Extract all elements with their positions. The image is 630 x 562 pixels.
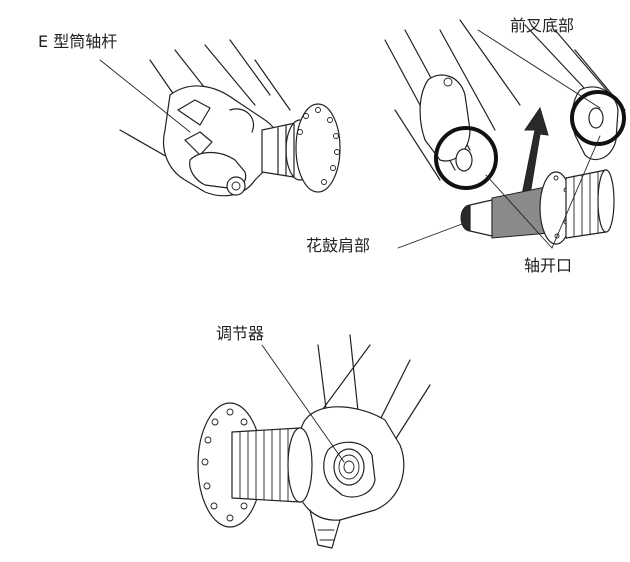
adjuster-knob-center: [343, 460, 355, 474]
leader-axle-opening-left: [485, 174, 553, 249]
panel-e-thru-axle: [119, 39, 341, 197]
axle-opening-left-highlight: [434, 126, 498, 190]
dropout-tab: [309, 509, 341, 549]
label-axle-opening: 轴开口: [524, 256, 573, 275]
label-adjuster: 调节器: [216, 324, 265, 343]
adjuster-knob-ring: [338, 454, 360, 480]
dropout-tab-detail: [317, 529, 335, 541]
leader-axle-opening-right: [551, 135, 601, 249]
leader-fork-end: [477, 29, 601, 109]
axle-opening-left: [455, 148, 473, 172]
fork-legs-3: [299, 334, 431, 441]
axle-end-cap-inner: [231, 181, 241, 191]
hub-shoulder-collar: [469, 199, 493, 237]
freehub-splines-3: [239, 428, 289, 502]
panel-adjuster: [197, 334, 431, 549]
leader-adjuster: [261, 344, 345, 463]
hub-flange-holes-1: [297, 107, 340, 185]
label-fork-end: 前叉底部: [510, 16, 575, 35]
axle-end-cap: [226, 176, 246, 196]
freehub-end-2: [597, 169, 615, 233]
axle-opening-right-highlight: [570, 90, 626, 146]
leader-e-thru-axle: [99, 59, 191, 133]
label-hub-shoulder: 花鼓肩部: [306, 236, 371, 255]
label-e-thru-axle: E 型筒轴杆: [38, 32, 118, 51]
panel-hub-removed: [384, 19, 626, 245]
freehub-end-3: [287, 427, 313, 503]
axle-opening-right: [588, 107, 604, 129]
leader-hub-shoulder: [397, 223, 463, 249]
dropout-detail: [177, 99, 254, 156]
left-dropout: [419, 74, 471, 162]
freehub-splines-2: [573, 171, 599, 237]
hub-flange-1: [295, 103, 341, 193]
leader-lines: [99, 29, 601, 463]
left-dropout-hole: [443, 77, 453, 87]
hub-rings: [277, 123, 295, 178]
